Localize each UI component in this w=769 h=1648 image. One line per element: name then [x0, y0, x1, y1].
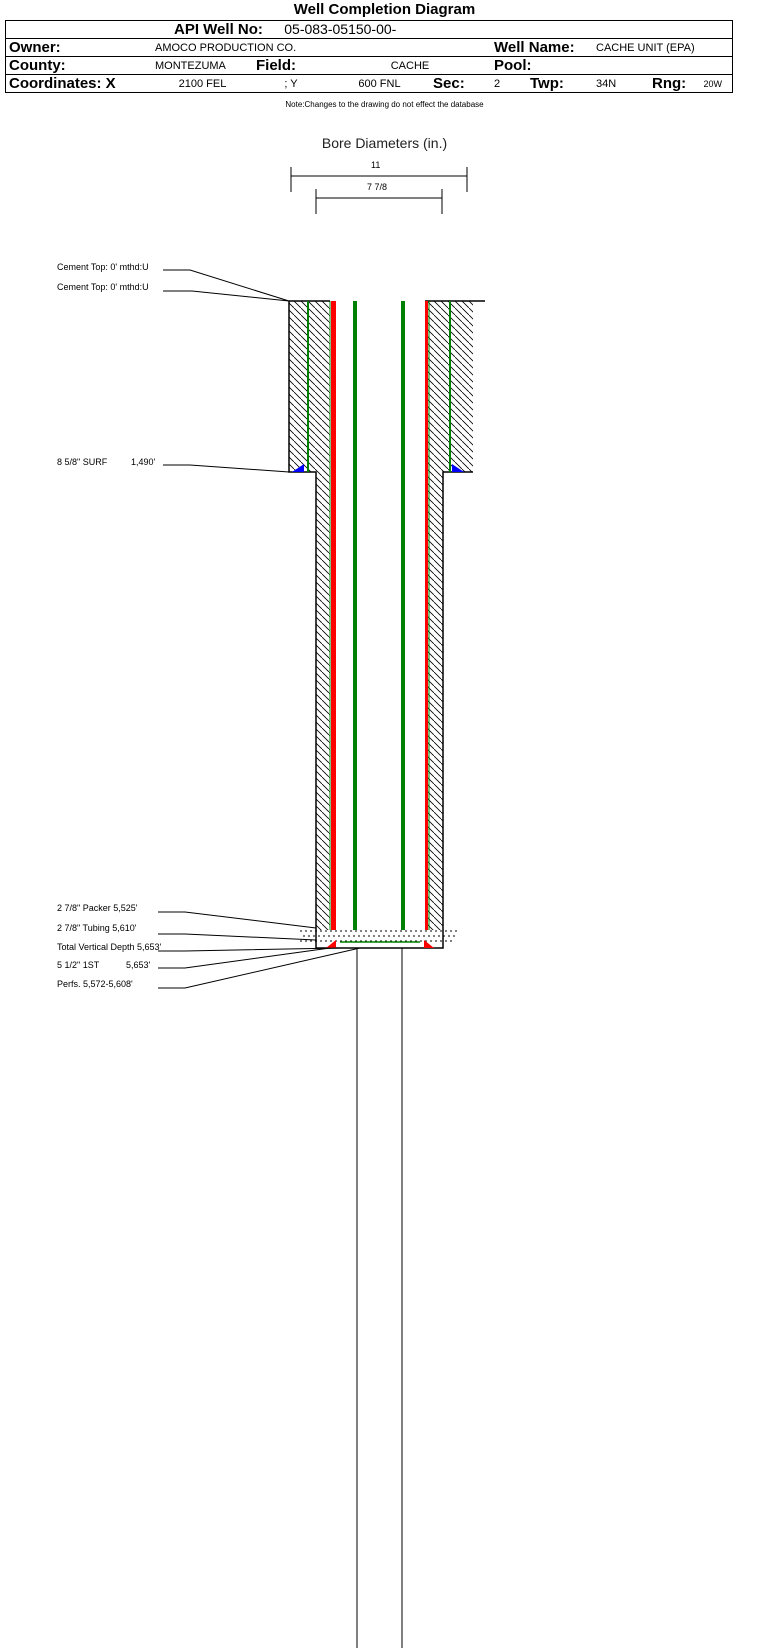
cement-top-label-2: Cement Top: 0' mthd:U: [57, 282, 149, 292]
production-casing-depth: 5,653': [126, 960, 151, 970]
coord-x-value: 2100 FEL: [178, 77, 227, 90]
surface-shoe-right: [452, 464, 464, 472]
page-title: Well Completion Diagram: [293, 1, 476, 18]
field-label: Field:: [253, 56, 329, 75]
rng-label: Rng:: [652, 75, 687, 92]
county-value: MONTEZUMA: [152, 56, 253, 75]
bore-diameter-outer: 11: [371, 160, 381, 170]
coord-y-label: ; Y: [284, 77, 298, 90]
tubing-right: [401, 301, 405, 930]
pool-value: [593, 56, 733, 75]
well-name-value: CACHE UNIT (EPA): [593, 38, 733, 57]
api-value: 05-083-05150-00-: [284, 21, 397, 37]
coord-x-label: Coordinates: X: [9, 75, 116, 92]
twp-label: Twp:: [530, 75, 564, 92]
tvd-label: Total Vertical Depth 5,653': [57, 942, 162, 952]
leader-lines: [158, 269, 361, 989]
note-text: Note:Changes to the drawing do not effec…: [285, 100, 484, 109]
production-casing-left: [331, 301, 336, 930]
surface-casing-label: 8 5/8" SURF: [57, 457, 108, 467]
tubing-left: [353, 301, 357, 930]
api-label: API Well No:: [174, 21, 263, 38]
production-shoe-right: [424, 940, 434, 948]
coord-y-value: 600 FNL: [358, 77, 401, 90]
owner-label: Owner:: [5, 38, 152, 57]
cement-top-label-1: Cement Top: 0' mthd:U: [57, 262, 149, 272]
rng-value: 20W: [703, 78, 722, 89]
twp-value: 34N: [596, 77, 617, 90]
well-header-table: API Well No: 05-083-05150-00- Owner: AMO…: [5, 20, 733, 93]
pool-label: Pool:: [491, 56, 593, 75]
surface-shoe-left: [292, 464, 304, 472]
packer-label: 2 7/8" Packer 5,525': [57, 903, 138, 913]
tubing-label: 2 7/8" Tubing 5,610': [57, 923, 137, 933]
sec-label: Sec:: [433, 75, 465, 92]
owner-value: AMOCO PRODUCTION CO.: [152, 38, 491, 57]
surface-casing-depth: 1,490': [131, 457, 156, 467]
bore-diameter-inner: 7 7/8: [367, 182, 388, 192]
perfs-label: Perfs. 5,572-5,608': [57, 979, 133, 989]
sec-value: 2: [494, 77, 501, 90]
dimension-lines: [290, 167, 468, 214]
well-name-label: Well Name:: [491, 38, 593, 57]
field-value: CACHE: [329, 56, 491, 75]
bore-diameters-title: Bore Diameters (in.): [321, 135, 448, 151]
production-shoe-left: [326, 940, 336, 948]
production-casing-right: [425, 301, 428, 930]
production-casing-label: 5 1/2" 1ST: [57, 960, 100, 970]
perforations: [300, 930, 460, 942]
county-label: County:: [5, 56, 152, 75]
